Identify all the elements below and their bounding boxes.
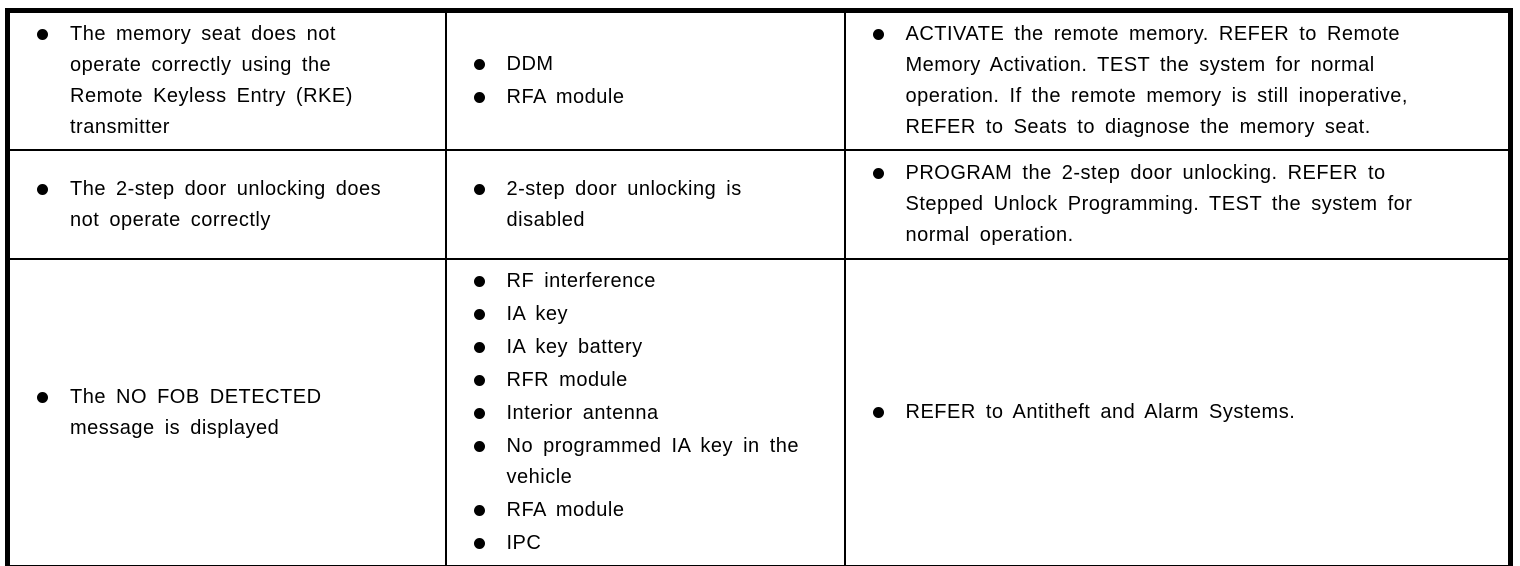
bullet-item: RFA module (473, 495, 836, 526)
bullet-item: The memory seat does not operate correct… (36, 19, 437, 143)
bullet-item: RF interference (473, 266, 836, 297)
bullet-item: PROGRAM the 2-step door unlocking. REFER… (872, 158, 1501, 251)
bullet-item-text: RF interference (506, 270, 656, 292)
bullet-item-text: REFER to Antitheft and Alarm Systems. (905, 401, 1296, 423)
bullet-list: 2-step door unlocking is disabled (473, 174, 836, 236)
bullet-icon (36, 19, 70, 50)
symptom-cell: The 2-step door unlocking does not opera… (6, 149, 447, 260)
bullet-item: No programmed IA key in the vehicle (473, 431, 836, 493)
bullet-icon (473, 528, 507, 559)
bullet-item: ACTIVATE the remote memory. REFER to Rem… (872, 19, 1501, 143)
bullet-item-text: IA key battery (506, 336, 643, 358)
bullet-item: IPC (473, 528, 836, 559)
bullet-item-text: RFR module (506, 369, 628, 391)
bullet-item-text: The NO FOB DETECTED message is displayed (70, 385, 322, 439)
table-row: The memory seat does not operate correct… (6, 9, 1512, 151)
bullet-list: The 2-step door unlocking does not opera… (36, 174, 437, 236)
bullet-icon (473, 365, 507, 396)
causes-cell: DDM RFA module (444, 9, 846, 151)
table-row: The 2-step door unlocking does not opera… (6, 149, 1512, 260)
table-row: The NO FOB DETECTED message is displayed… (6, 258, 1512, 566)
bullet-icon (473, 299, 507, 330)
bullet-item-text: RFA module (506, 86, 625, 108)
actions-cell: ACTIVATE the remote memory. REFER to Rem… (843, 9, 1512, 151)
table-body: The memory seat does not operate correct… (6, 9, 1512, 566)
bullet-item: RFA module (473, 82, 836, 113)
bullet-item-text: IA key (506, 303, 568, 325)
bullet-icon (473, 266, 507, 297)
bullet-item-text: The 2-step door unlocking does not opera… (70, 177, 382, 231)
bullet-icon (36, 174, 70, 205)
bullet-item-text: IPC (506, 532, 542, 554)
bullet-list: ACTIVATE the remote memory. REFER to Rem… (872, 19, 1501, 143)
bullet-icon (473, 495, 507, 526)
bullet-icon (473, 398, 507, 429)
symptom-cell: The NO FOB DETECTED message is displayed (6, 258, 447, 566)
bullet-item-text: No programmed IA key in the vehicle (506, 435, 800, 488)
bullet-icon (36, 382, 70, 413)
bullet-item: The NO FOB DETECTED message is displayed (36, 382, 437, 444)
bullet-list: DDM RFA module (473, 49, 836, 113)
bullet-icon (872, 19, 906, 50)
bullet-item: REFER to Antitheft and Alarm Systems. (872, 397, 1501, 428)
bullet-item-text: ACTIVATE the remote memory. REFER to Rem… (905, 23, 1408, 138)
bullet-list: The NO FOB DETECTED message is displayed (36, 382, 437, 444)
causes-cell: 2-step door unlocking is disabled (444, 149, 846, 260)
bullet-item: 2-step door unlocking is disabled (473, 174, 836, 236)
bullet-list: REFER to Antitheft and Alarm Systems. (872, 397, 1501, 428)
bullet-item-text: RFA module (506, 499, 625, 521)
bullet-item: RFR module (473, 365, 836, 396)
bullet-item: DDM (473, 49, 836, 80)
symptom-diagnosis-table: The memory seat does not operate correct… (5, 8, 1513, 566)
bullet-icon (872, 397, 906, 428)
bullet-icon (473, 82, 507, 113)
bullet-icon (473, 174, 507, 205)
bullet-item: IA key battery (473, 332, 836, 363)
actions-cell: PROGRAM the 2-step door unlocking. REFER… (843, 149, 1512, 260)
bullet-icon (872, 158, 906, 189)
bullet-item-text: Interior antenna (506, 402, 659, 424)
actions-cell: REFER to Antitheft and Alarm Systems. (843, 258, 1512, 566)
bullet-item: The 2-step door unlocking does not opera… (36, 174, 437, 236)
bullet-item: IA key (473, 299, 836, 330)
bullet-icon (473, 332, 507, 363)
bullet-item: Interior antenna (473, 398, 836, 429)
bullet-item-text: 2-step door unlocking is disabled (506, 177, 742, 231)
bullet-icon (473, 49, 507, 80)
bullet-list: The memory seat does not operate correct… (36, 19, 437, 143)
bullet-item-text: PROGRAM the 2-step door unlocking. REFER… (905, 162, 1413, 246)
bullet-item-text: The memory seat does not operate correct… (70, 23, 353, 138)
symptom-cell: The memory seat does not operate correct… (6, 9, 447, 151)
bullet-icon (473, 431, 507, 462)
bullet-list: PROGRAM the 2-step door unlocking. REFER… (872, 158, 1501, 251)
bullet-item-text: DDM (506, 53, 554, 75)
